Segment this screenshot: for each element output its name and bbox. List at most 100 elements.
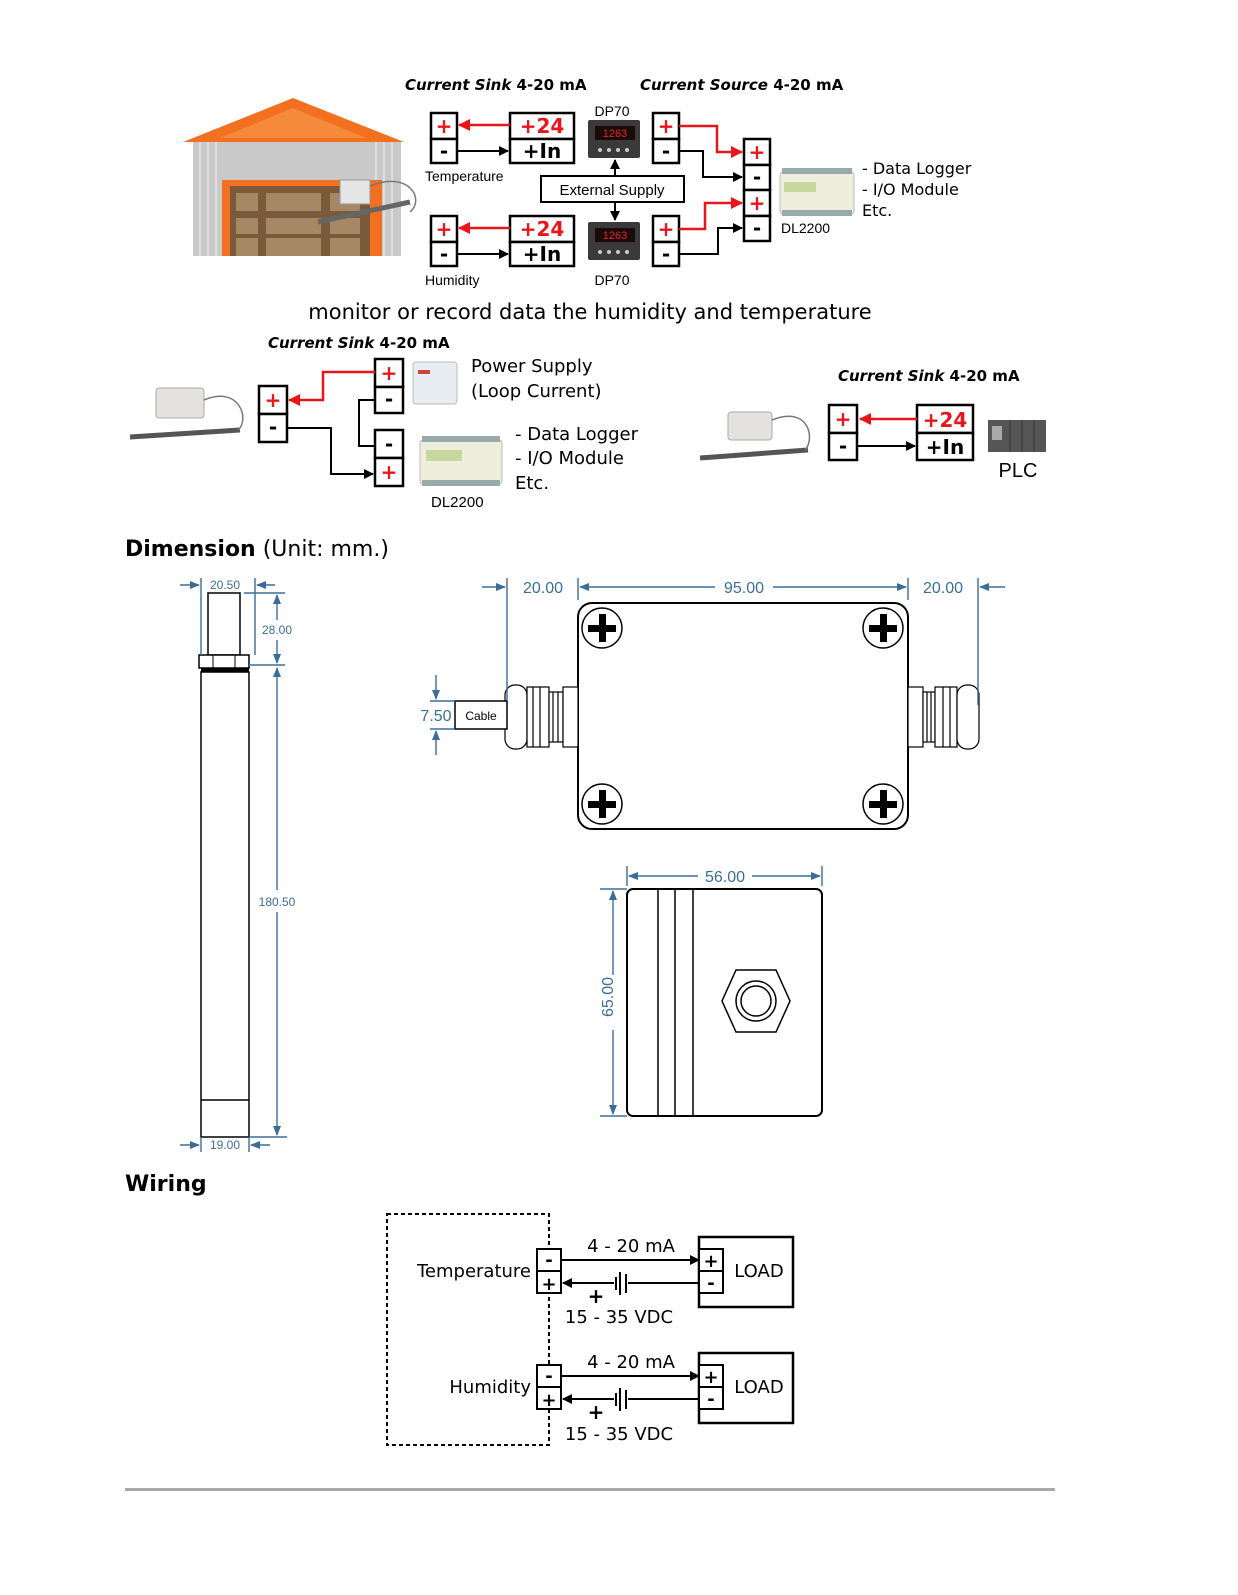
meter-output-terminals: + - + - <box>651 111 681 268</box>
plc-input-terminals: +24 +In <box>915 403 975 462</box>
svg-text:19.00: 19.00 <box>210 1138 240 1152</box>
svg-text:20.00: 20.00 <box>523 580 563 597</box>
probe-dimensions: 20.50 28.00 180.50 19.00 <box>180 578 296 1152</box>
enclosure-side-dimensions: 56.00 65.00 <box>600 866 823 1117</box>
svg-text:20.50: 20.50 <box>210 578 240 592</box>
svg-text:+: + <box>749 140 766 164</box>
loop-sensor-terminals: + - <box>257 384 289 444</box>
dp70-meter-top: DP70 1263 <box>588 103 640 158</box>
external-supply-box: External Supply <box>540 159 685 221</box>
svg-text:65.00: 65.00 <box>600 977 617 1017</box>
temp-sensor-terminals: + - <box>429 111 459 165</box>
svg-text:+: + <box>703 1367 718 1388</box>
svg-text:+: + <box>436 114 453 138</box>
svg-text:-: - <box>440 139 448 163</box>
dimension-heading: Dimension (Unit: mm.) <box>125 537 389 562</box>
plc-photo: PLC <box>988 420 1046 482</box>
svg-text:+24: +24 <box>520 217 565 241</box>
loop-current-label: (Loop Current) <box>471 381 602 402</box>
source-title: Current Source 4-20 mA <box>640 76 844 94</box>
svg-text:-: - <box>662 242 670 266</box>
svg-text:-: - <box>707 1273 714 1294</box>
svg-text:+: + <box>541 1274 556 1295</box>
dl2200-logger-loop: DL2200 <box>419 436 503 511</box>
svg-text:+: + <box>436 217 453 241</box>
svg-text:+24: +24 <box>923 408 968 432</box>
svg-text:+In: +In <box>523 139 561 163</box>
svg-text:-: - <box>707 1389 714 1410</box>
humidity-sensor-terminals: + - <box>429 214 459 268</box>
sensor-label-temperature: Temperature <box>425 168 504 184</box>
loop-title: Current Sink 4-20 mA <box>268 334 450 352</box>
svg-text:DL2200: DL2200 <box>431 494 484 511</box>
svg-text:LOAD: LOAD <box>734 1261 783 1282</box>
logger-input-terminals: + - + - <box>742 137 772 243</box>
svg-text:180.50: 180.50 <box>259 895 296 909</box>
svg-text:-: - <box>662 139 670 163</box>
svg-text:+: + <box>541 1390 556 1411</box>
svg-text:+: + <box>588 1400 605 1424</box>
svg-text:20.00: 20.00 <box>923 580 963 597</box>
loop-logger-terminals: - + <box>373 428 405 488</box>
svg-text:-: - <box>753 216 761 240</box>
svg-text:+: + <box>703 1251 718 1272</box>
svg-text:Cable: Cable <box>465 709 497 723</box>
svg-text:15 - 35 VDC: 15 - 35 VDC <box>565 1307 673 1328</box>
svg-text:+: + <box>658 114 675 138</box>
enclosure-side-view <box>626 888 823 1117</box>
dp70-meter-bottom: 1263 DP70 <box>588 222 640 288</box>
svg-text:+: + <box>835 407 852 431</box>
logger-desc-3: Etc. <box>862 201 892 220</box>
svg-text:DP70: DP70 <box>594 272 629 288</box>
svg-text:4 - 20 mA: 4 - 20 mA <box>587 1352 676 1373</box>
enclosure-top-dimensions: 20.00 95.00 20.00 7.50 <box>420 578 1005 755</box>
plc-title: Current Sink 4-20 mA <box>838 367 1020 385</box>
transmitter-outline <box>386 1213 550 1446</box>
svg-text:DP70: DP70 <box>594 103 629 119</box>
footer-divider <box>125 1488 1055 1491</box>
humidity-meter-terminals: +24 +In <box>508 214 576 268</box>
svg-text:-: - <box>385 432 393 456</box>
probe-drawing <box>198 592 250 1138</box>
svg-text:-: - <box>269 415 277 439</box>
sensor-label-humidity: Humidity <box>425 272 479 288</box>
svg-text:PLC: PLC <box>999 460 1038 482</box>
dl2200-logger-top: DL2200 <box>779 168 855 236</box>
power-supply-photo <box>412 361 458 405</box>
svg-text:15 - 35 VDC: 15 - 35 VDC <box>565 1424 673 1445</box>
svg-text:+: + <box>588 1284 605 1308</box>
svg-text:+In: +In <box>926 435 964 459</box>
svg-text:-: - <box>753 165 761 189</box>
sink-title: Current Sink 4-20 mA <box>405 76 587 94</box>
cable-gland-right <box>907 684 980 750</box>
temp-meter-terminals: +24 +In <box>508 111 576 165</box>
svg-text:1263: 1263 <box>603 128 627 140</box>
svg-text:-: - <box>545 1250 552 1271</box>
svg-text:-: - <box>385 387 393 411</box>
svg-text:28.00: 28.00 <box>262 623 292 637</box>
logger-desc-2: - I/O Module <box>862 180 959 199</box>
svg-text:95.00: 95.00 <box>724 580 764 597</box>
svg-text:Temperature: Temperature <box>416 1261 531 1282</box>
svg-text:-: - <box>440 242 448 266</box>
svg-text:External Supply: External Supply <box>559 182 665 199</box>
svg-text:7.50: 7.50 <box>420 708 451 725</box>
svg-text:LOAD: LOAD <box>734 1377 783 1398</box>
svg-text:-: - <box>545 1366 552 1387</box>
sensor-photo-right <box>699 411 811 461</box>
svg-text:56.00: 56.00 <box>705 869 745 886</box>
svg-text:+In: +In <box>523 242 561 266</box>
wiring-channel-temperature: - + Temperature 4 - 20 mA + 15 - 35 VDC … <box>416 1235 795 1328</box>
svg-text:1263: 1263 <box>603 230 627 242</box>
loop-logger-desc-2: - I/O Module <box>515 448 624 469</box>
cable-gland-left <box>504 684 579 750</box>
svg-text:+: + <box>265 388 282 412</box>
svg-text:+: + <box>381 361 398 385</box>
svg-text:DL2200: DL2200 <box>781 220 830 236</box>
svg-text:4 - 20 mA: 4 - 20 mA <box>587 1236 676 1257</box>
power-supply-terminals: + - <box>373 357 405 415</box>
svg-text:Humidity: Humidity <box>449 1377 531 1398</box>
power-supply-label: Power Supply <box>471 356 593 377</box>
warehouse-illustration <box>183 98 417 256</box>
